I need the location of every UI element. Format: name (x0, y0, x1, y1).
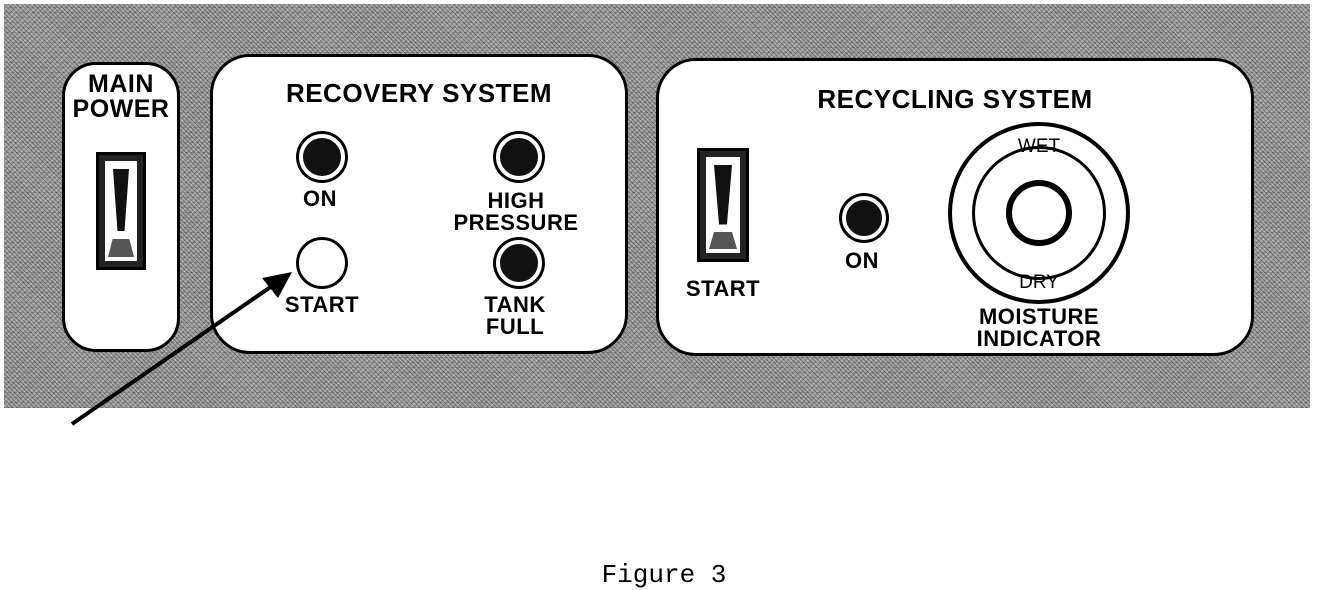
dry-label: DRY (1019, 272, 1059, 293)
rocker-icon (113, 169, 129, 231)
recovery-system-title: RECOVERY SYSTEM (285, 78, 553, 108)
recycling-start-switch[interactable] (697, 148, 749, 262)
high-pressure-label: HIGH PRESSURE (453, 188, 579, 235)
tank-full-label: TANK FULL (484, 292, 546, 339)
main-power-title: MAIN POWER (72, 70, 170, 123)
moisture-indicator-label: MOISTURE INDICATOR (976, 304, 1102, 351)
recycling-switch-face (706, 157, 740, 253)
recycling-system-title: RECYCLING SYSTEM (817, 84, 1093, 114)
main-power-switch[interactable] (96, 152, 146, 270)
moisture-indicator-dial: WET DRY (948, 122, 1130, 304)
moisture-indicator-ring (972, 146, 1106, 280)
recovery-system-section (210, 54, 628, 354)
rocker-icon (714, 165, 732, 225)
tank-full-lamp (496, 240, 542, 286)
rocker-base-icon (108, 239, 134, 257)
recycling-on-lamp (842, 196, 886, 240)
recycling-on-label: ON (845, 248, 879, 273)
recovery-start-label: START (284, 292, 360, 317)
recycling-start-label: START (685, 276, 761, 301)
recovery-on-lamp (299, 134, 345, 180)
recovery-start-button[interactable] (299, 240, 345, 286)
figure-caption: Figure 3 (601, 560, 727, 590)
rocker-base-icon (709, 231, 737, 249)
high-pressure-lamp (496, 134, 542, 180)
main-power-switch-face (105, 161, 137, 261)
moisture-sight-glass-icon (1006, 180, 1072, 246)
wet-label: WET (1017, 136, 1061, 157)
recovery-on-label: ON (303, 186, 337, 211)
